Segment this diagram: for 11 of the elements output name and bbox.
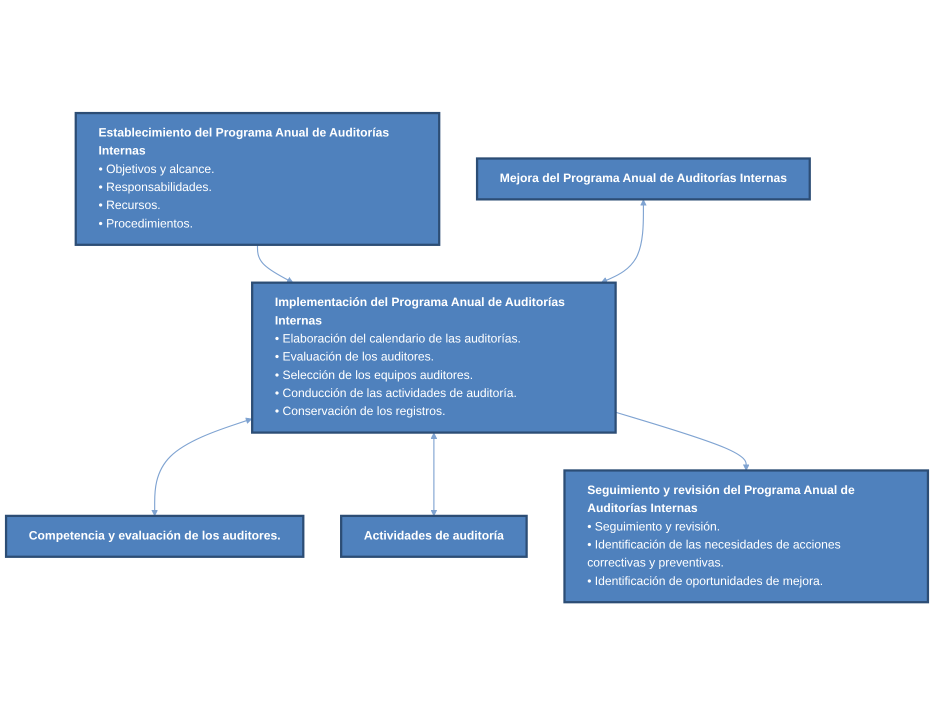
arrow <box>430 432 438 516</box>
node-box: Implementación del Programa Anual de Auditorías Internas • Elaboración del calendario de las auditorías. • Evaluación de los auditores. • Selección de los equipos auditores. • Conducción de las actividades de auditoría. • Conservación de los registros. <box>251 281 617 434</box>
node-box: Establecimiento del Programa Anual de Auditorías Internas • Objetivos y alcance. • Responsabilidades. • Recursos. • Procedimientos. <box>74 112 440 246</box>
node-box: Mejora del Programa Anual de Auditorías Internas <box>476 157 811 200</box>
node-box: Competencia y evaluación de los auditores. <box>4 514 304 558</box>
node-box: Actividades de auditoría <box>340 514 528 558</box>
node-box: Seguimiento y revisión del Programa Anual de Auditorías Internas • Seguimiento y revisión. • Identificación de las necesidades de acciones correctivas y preventivas. • Identificación de oportunidades de mejora. <box>563 469 930 604</box>
arrow <box>615 412 750 471</box>
arrow <box>256 244 294 283</box>
arrow <box>151 417 252 516</box>
arrow <box>600 199 647 284</box>
